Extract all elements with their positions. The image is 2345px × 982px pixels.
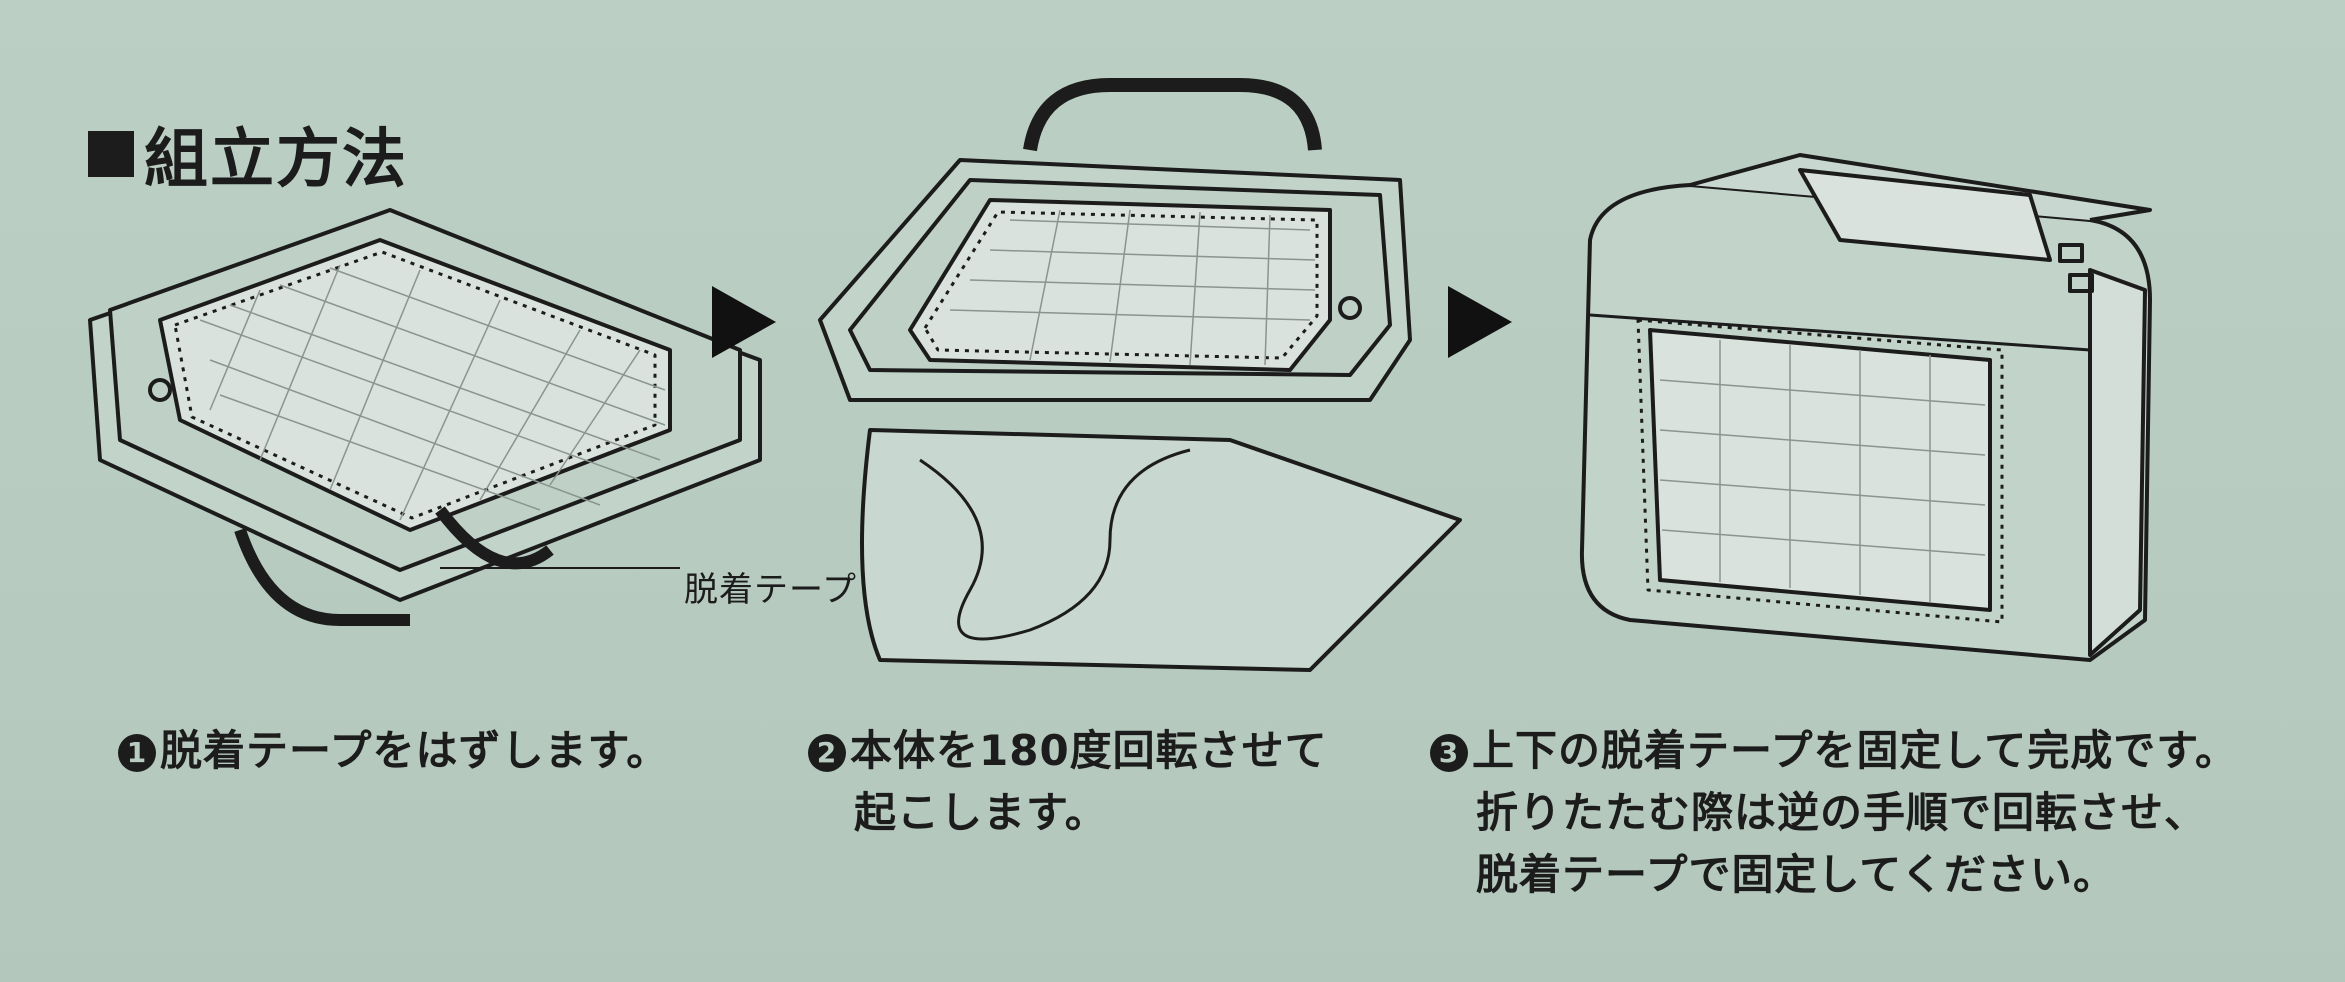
step-3-text-1: 上下の脱着テープを固定して完成です。 (1472, 726, 2239, 775)
step-1-text: 脱着テープをはずします。 (160, 726, 670, 775)
tape-callout-label: 脱着テープ (684, 570, 857, 610)
next-step-arrow-2 (1448, 286, 1512, 358)
step-2-number: 2 (808, 734, 846, 772)
step-2-text-1: 本体を180度回転させて (850, 726, 1328, 775)
step-3-text-3: 脱着テープで固定してください。 (1476, 850, 2116, 899)
step-2-text-2: 起こします。 (854, 788, 1108, 837)
heading-square-icon (88, 131, 134, 177)
next-step-arrow-1 (712, 286, 776, 358)
folded-carrier-illustration (88, 208, 762, 626)
step-3-text-2: 折りたたむ際は逆の手順で回転させ、 (1476, 788, 2208, 837)
rotating-carrier-illustration (818, 78, 1462, 672)
step-1-number: 1 (118, 734, 156, 772)
assembled-carrier-illustration (1579, 153, 2152, 662)
step-3-number: 3 (1430, 734, 1468, 772)
section-heading: 組立方法 (88, 108, 408, 200)
heading-title: 組立方法 (144, 123, 408, 197)
